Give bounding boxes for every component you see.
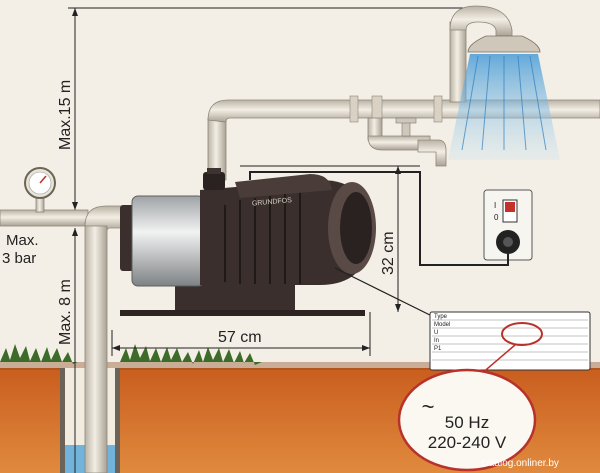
max-pressure-label-line1: Max. bbox=[6, 232, 39, 249]
brand-logo: GRUNDFOS bbox=[252, 197, 293, 207]
height-dimension bbox=[68, 7, 470, 210]
pressure-pipe bbox=[0, 167, 89, 227]
max-pressure-label-line2: 3 bar bbox=[2, 250, 36, 267]
nameplate-row: Model bbox=[434, 322, 450, 328]
nameplate-row: In bbox=[434, 338, 439, 344]
shower-icon bbox=[448, 35, 560, 160]
power-cable bbox=[249, 171, 509, 266]
ac-symbol: ~ bbox=[422, 394, 435, 419]
faucet-icon bbox=[395, 117, 447, 167]
max-height-label: Max.15 m bbox=[57, 80, 74, 150]
power-socket: I 0 bbox=[483, 189, 533, 261]
nameplate-row: P1 bbox=[434, 346, 442, 352]
nameplate: Type Model U In P1 bbox=[429, 311, 591, 371]
frequency-label: 50 Hz bbox=[445, 413, 489, 432]
voltage-callout bbox=[397, 368, 537, 472]
suction-pipe bbox=[84, 205, 129, 473]
pump-width-dimension bbox=[111, 312, 371, 356]
pump-height-label: 32 cm bbox=[380, 231, 397, 275]
depth-dimension bbox=[72, 228, 78, 473]
pump-width-label: 57 cm bbox=[218, 329, 262, 346]
nameplate-row: Type bbox=[434, 314, 448, 320]
switch-off-label: 0 bbox=[494, 213, 499, 222]
watermark: catalog.onliner.by bbox=[481, 458, 559, 469]
voltage-label: 220-240 V bbox=[428, 433, 507, 452]
switch-on-label: I bbox=[494, 201, 496, 210]
pump-height-dimension bbox=[240, 165, 420, 312]
pump bbox=[120, 168, 376, 316]
max-depth-label: Max. 8 m bbox=[57, 279, 74, 345]
nameplate-row: U bbox=[434, 330, 438, 336]
nameplate-leader-line bbox=[334, 267, 441, 321]
